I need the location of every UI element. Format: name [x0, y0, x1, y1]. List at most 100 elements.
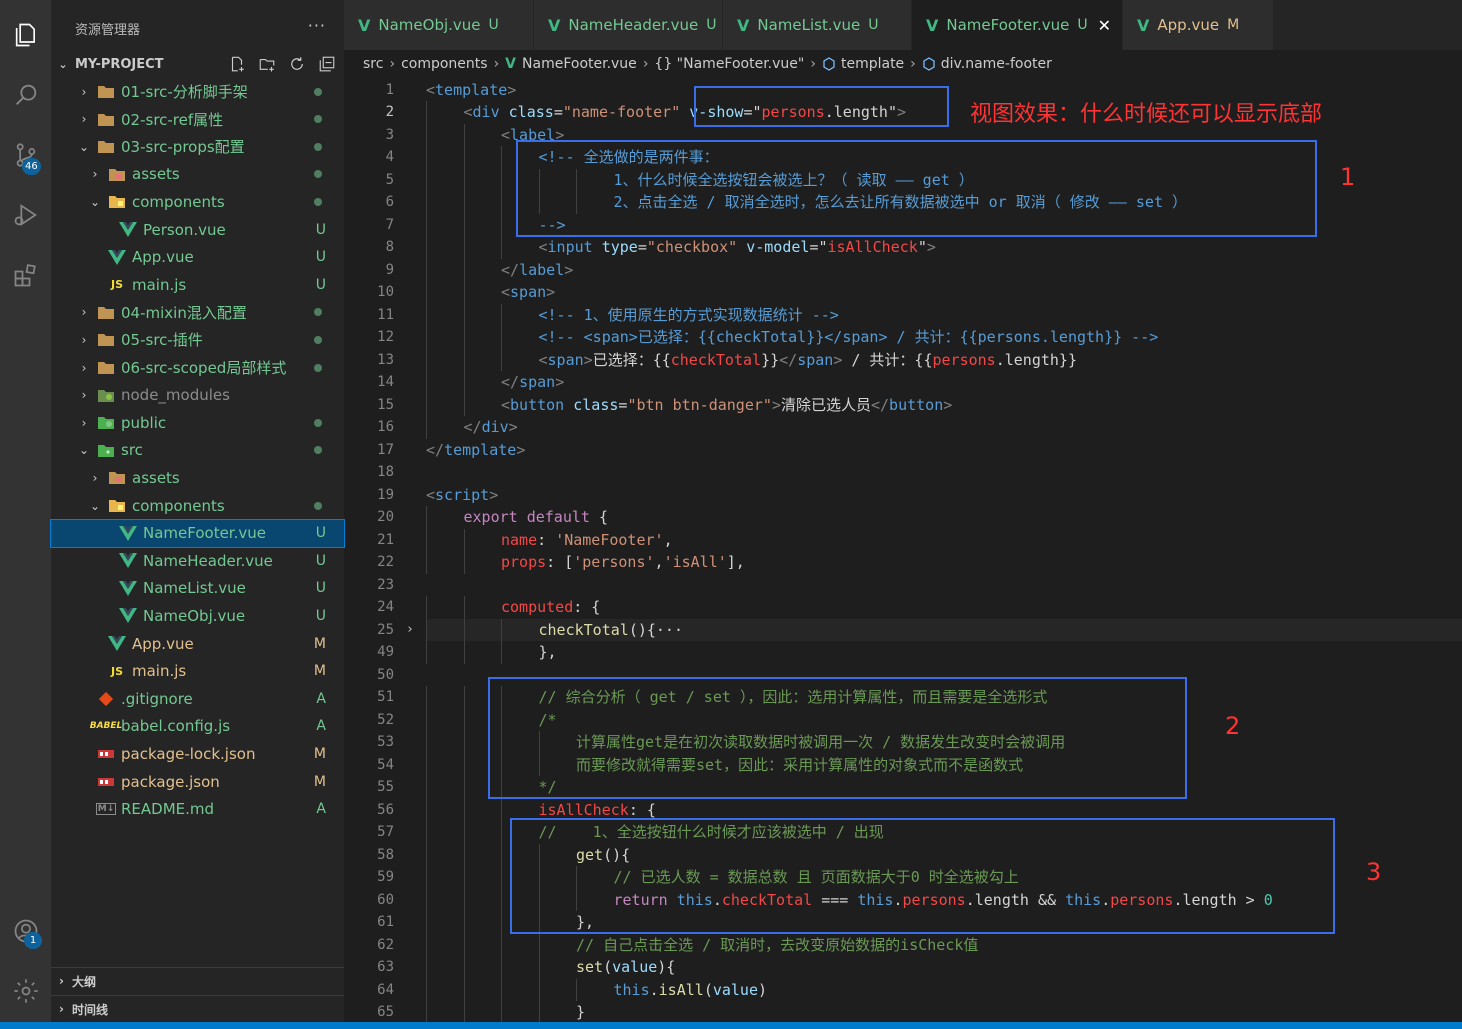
tree-item[interactable]: ›05-src-插件	[51, 326, 344, 353]
tree-item[interactable]: ›public	[51, 409, 344, 436]
tree-item[interactable]: ⌄src	[51, 437, 344, 464]
code-line[interactable]: <button class="btn btn-danger">清除已选人员</b…	[501, 395, 953, 414]
explorer-more-button[interactable]: ···	[307, 16, 326, 35]
tree-item[interactable]: ⌄03-src-props配置	[51, 133, 344, 160]
code-line[interactable]: 计算属性get是在初次读取数据时被调用一次 / 数据发生改变时会被调用	[576, 733, 1066, 751]
account-icon[interactable]: 1	[0, 908, 51, 954]
tree-item[interactable]: ⌄components	[51, 188, 344, 215]
code-line[interactable]: this.isAll(value)	[613, 980, 768, 999]
breadcrumb-item[interactable]: src	[363, 56, 383, 72]
code-line[interactable]: <!-- 全选做的是两件事：	[538, 148, 719, 166]
code-line[interactable]: <span>已选择：{{checkTotal}}</span> / 共计：{{p…	[538, 350, 1078, 369]
code-line[interactable]: isAllCheck: {	[538, 800, 656, 819]
code-line[interactable]: <!-- <span>已选择：{{checkTotal}}</span> / 共…	[538, 328, 1159, 346]
run-debug-icon[interactable]	[0, 192, 51, 238]
code-line[interactable]: <div class="name-footer" v-show="persons…	[463, 103, 907, 121]
tree-item[interactable]: ›01-src-分析脚手架	[51, 78, 344, 105]
code-line[interactable]: -->	[538, 215, 566, 234]
outline-section[interactable]: ›大纲	[51, 967, 344, 994]
code-editor[interactable]: 1<template>2<div class="name-footer" v-s…	[344, 78, 1462, 1029]
annotation-box-1	[516, 140, 1317, 237]
settings-gear-icon[interactable]	[0, 968, 51, 1014]
code-line[interactable]: get(){	[576, 845, 631, 864]
code-line[interactable]: </template>	[426, 440, 526, 459]
code-line[interactable]: // 1、全选按钮什么时候才应该被选中 / 出现	[538, 823, 884, 841]
new-folder-icon[interactable]	[256, 54, 278, 74]
tree-item[interactable]: ⌄components	[51, 492, 344, 519]
code-line[interactable]: <!-- 1、使用原生的方式实现数据统计 -->	[538, 305, 839, 324]
line-number: 24	[377, 599, 394, 615]
search-icon[interactable]	[0, 72, 51, 118]
timeline-section[interactable]: ›时间线	[51, 995, 344, 1022]
code-line[interactable]: */	[538, 778, 557, 796]
code-line[interactable]: <label>	[501, 125, 565, 144]
code-line[interactable]: 1、什么时候全选按钮会被选上？（ 读取 —— get ）	[613, 170, 974, 189]
indent-guide	[426, 258, 427, 281]
tree-item[interactable]: ›assets	[51, 464, 344, 491]
code-line[interactable]: </div>	[463, 418, 518, 436]
source-control-icon[interactable]: 46	[0, 132, 51, 178]
code-line[interactable]: set(value){	[576, 958, 676, 976]
code-line[interactable]: },	[576, 913, 595, 931]
tree-item[interactable]: ›assets	[51, 161, 344, 188]
change-indicator-dot	[314, 501, 322, 510]
new-file-icon[interactable]	[226, 54, 248, 74]
code-line[interactable]: },	[538, 643, 557, 661]
code-line[interactable]: <template>	[426, 80, 517, 99]
tree-item-label: README.md	[121, 800, 215, 819]
breadcrumb-item[interactable]: {} "NameFooter.vue"	[654, 56, 804, 72]
code-line[interactable]: // 自己点击全选 / 取消时，去改变原始数据的isCheck值	[576, 935, 979, 954]
code-line[interactable]: </span>	[501, 373, 565, 391]
code-line[interactable]: // 综合分析（ get / set ），因此：选用计算属性，而且需要是全选形式	[538, 688, 1048, 706]
code-line[interactable]: 而要修改就得需要set，因此：采用计算属性的对象式而不是函数式	[576, 755, 1024, 774]
tree-item[interactable]: ›06-src-scoped局部样式	[51, 354, 344, 381]
code-line[interactable]: export default {	[463, 508, 609, 526]
code-line[interactable]: props: ['persons','isAll'],	[501, 553, 745, 571]
code-line[interactable]: computed: {	[501, 598, 601, 616]
code-line[interactable]: checkTotal(){···	[538, 620, 684, 639]
breadcrumb-item[interactable]: div.name-footer	[922, 56, 1052, 72]
code-line[interactable]: <script>	[426, 485, 499, 504]
fold-chevron-icon[interactable]: ›	[406, 621, 414, 637]
extensions-icon[interactable]	[0, 252, 51, 298]
code-line[interactable]: return this.checkTotal === this.persons.…	[613, 890, 1273, 909]
project-header[interactable]: ⌄ MY-PROJECT	[51, 52, 344, 76]
tree-item[interactable]: ›04-mixin混入配置	[51, 299, 344, 326]
collapse-all-icon[interactable]	[316, 54, 338, 74]
breadcrumb-item[interactable]: template	[822, 56, 904, 72]
code-line[interactable]: /*	[538, 710, 557, 729]
breadcrumb-item[interactable]: components	[401, 56, 488, 72]
tree-item[interactable]: ›02-src-ref属性	[51, 106, 344, 133]
code-line[interactable]: <span>	[501, 283, 556, 301]
code-line[interactable]: <input type="checkbox" v-model="isAllChe…	[538, 238, 936, 256]
code-line[interactable]: name: 'NameFooter',	[501, 530, 673, 549]
code-line[interactable]: </label>	[501, 260, 574, 279]
tree-item[interactable]: ›M↓README.mdA	[51, 796, 344, 823]
code-line[interactable]: // 已选人数 = 数据总数 且 页面数据大于0 时全选被勾上	[613, 868, 1019, 886]
code-line[interactable]: }	[576, 1003, 586, 1021]
explorer-icon[interactable]	[0, 12, 51, 58]
tree-item[interactable]: ›node_modules	[51, 382, 344, 409]
close-icon[interactable]: ✕	[1097, 15, 1112, 35]
code-line[interactable]: 2、点击全选 / 取消全选时，怎么去让所有数据被选中 or 取消（ 修改 —— …	[613, 193, 1188, 211]
refresh-icon[interactable]	[286, 54, 308, 74]
